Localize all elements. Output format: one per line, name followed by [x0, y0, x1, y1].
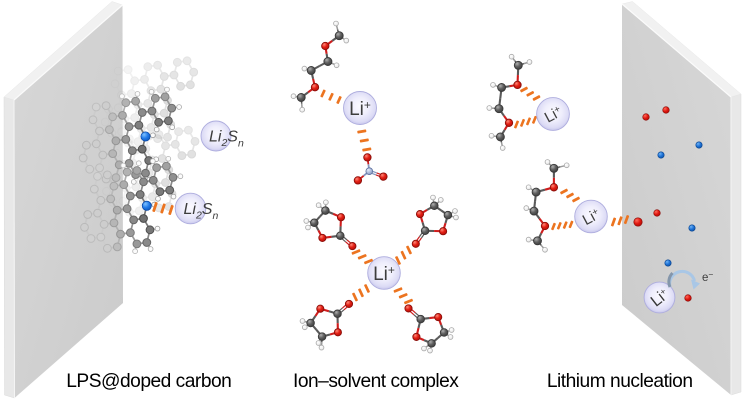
svg-text:Li2Sn: Li2Sn [209, 129, 244, 150]
svg-text:Li2Sn: Li2Sn [184, 201, 219, 222]
svg-text:Ion–solvent complex: Ion–solvent complex [293, 371, 459, 392]
svg-text:Lithium nucleation: Lithium nucleation [547, 371, 693, 392]
svg-text:LPS@doped carbon: LPS@doped carbon [66, 371, 231, 392]
svg-text:Li+: Li+ [542, 103, 566, 126]
svg-text:e−: e− [702, 270, 713, 285]
svg-text:Li+: Li+ [580, 206, 604, 229]
